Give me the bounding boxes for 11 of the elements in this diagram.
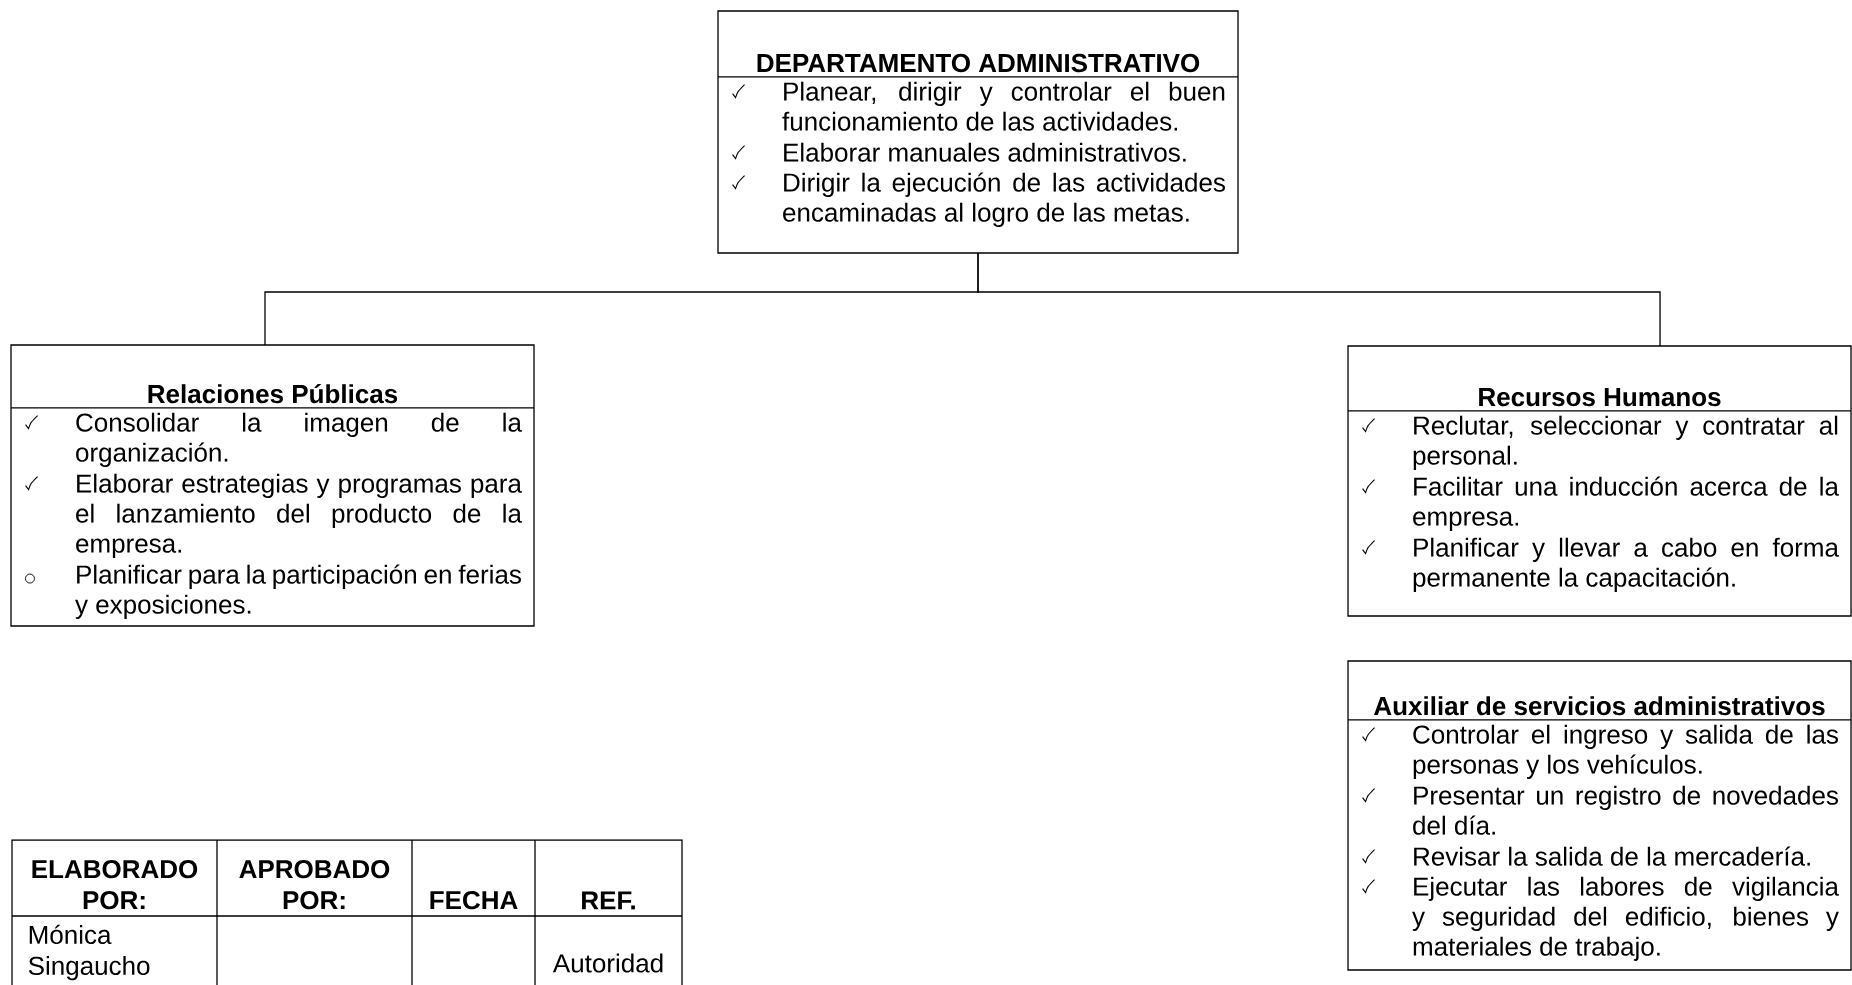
function-box: Auxiliar de servicios administrativos Controlar el ingreso y salida de las personas y los vehículos. Presentar un registro de novedades del día. Revisar la salida de la mercadería. Ejecutar las labores de vigilancia y seguridad del edificio, bienes y materiales de trabajo. (1347, 660, 1852, 971)
table-header: REF. (582, 891, 635, 910)
function-box: Relaciones Públicas Consolidar la imagen de la organización. Elaborar estrategias y programas para el lanzamiento del producto de la empresa. Planificar para la participación en ferias y exposiciones. (10, 344, 535, 627)
table-header: FECHA (430, 890, 518, 910)
table-header: APROBADO POR: (239, 859, 390, 910)
table-text: Mónica Singaucho (28, 924, 150, 981)
function-box: Recursos Humanos Reclutar, seleccionar y contratar al personal. Facilitar una inducción acerca de la empresa. Planificar y llevar a cabo en forma permanente la capacitación. (1347, 345, 1852, 617)
department-box: DEPARTAMENTO ADMINISTRATIVO Planear, dirigir y controlar el buen funcionamiento de las actividades. Elaborar manuales administrativos. Dirigir la ejecución de las actividades encaminadas al logro de las metas. (717, 10, 1239, 254)
table-header: ELABORADO POR: (32, 859, 198, 910)
connector (977, 252, 1661, 347)
table-text: Autoridad (552, 953, 663, 973)
